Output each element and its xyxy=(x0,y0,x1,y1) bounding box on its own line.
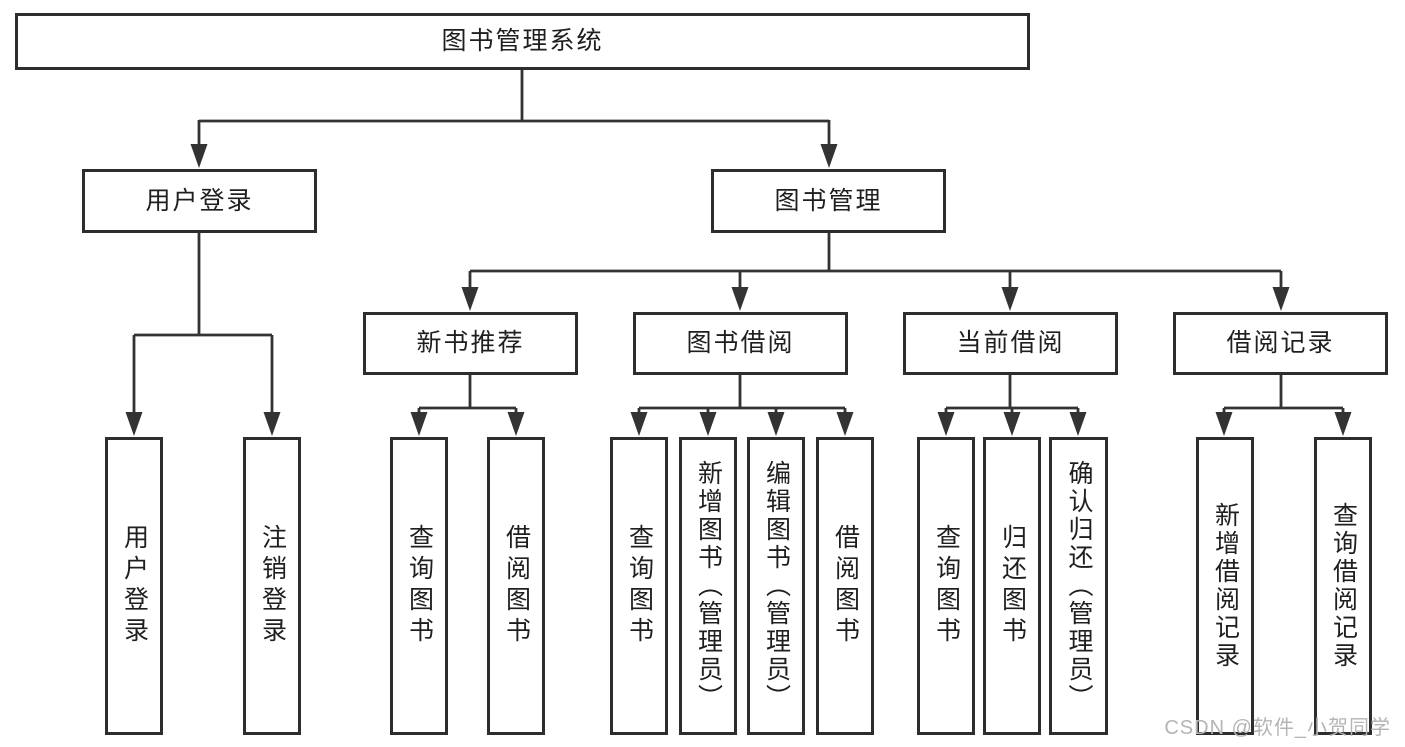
csdn-watermark: CSDN @软件_小贺同学 xyxy=(1164,717,1391,739)
leaf-borrow-books-recommend: 借阅图书 xyxy=(487,437,545,735)
leaf-query-books-recommend: 查询图书 xyxy=(390,437,448,735)
leaf-borrow-books-recommend-label: 借阅图书 xyxy=(502,524,531,648)
leaf-add-book-admin-label: 新增图书（管理员） xyxy=(694,460,723,712)
leaf-edit-book-admin: 编辑图书（管理员） xyxy=(747,437,805,735)
node-new-book-recommend: 新书推荐 xyxy=(363,312,578,375)
node-user-login-label: 用户登录 xyxy=(145,186,254,215)
leaf-query-borrow-record: 查询借阅记录 xyxy=(1314,437,1372,735)
leaf-query-books-current: 查询图书 xyxy=(917,437,975,735)
leaf-logout-label: 注销登录 xyxy=(258,524,287,648)
leaf-confirm-return-admin: 确认归还（管理员） xyxy=(1049,437,1108,735)
node-current-borrow: 当前借阅 xyxy=(903,312,1118,375)
leaf-add-book-admin: 新增图书（管理员） xyxy=(679,437,737,735)
node-book-borrow-label: 图书借阅 xyxy=(686,329,795,357)
leaf-query-books-current-label: 查询图书 xyxy=(932,524,961,648)
leaf-query-books-recommend-label: 查询图书 xyxy=(405,524,434,648)
leaf-add-borrow-record: 新增借阅记录 xyxy=(1196,437,1254,735)
leaf-query-books-borrow-label: 查询图书 xyxy=(625,524,654,648)
node-book-management: 图书管理 xyxy=(711,169,946,233)
node-borrow-records: 借阅记录 xyxy=(1173,312,1388,375)
node-user-login: 用户登录 xyxy=(82,169,317,233)
leaf-add-borrow-record-label: 新增借阅记录 xyxy=(1211,502,1240,670)
leaf-borrow-books: 借阅图书 xyxy=(816,437,874,735)
leaf-user-login: 用户登录 xyxy=(105,437,163,735)
node-borrow-records-label: 借阅记录 xyxy=(1226,329,1335,357)
leaf-edit-book-admin-label: 编辑图书（管理员） xyxy=(762,460,791,712)
node-root-system: 图书管理系统 xyxy=(15,13,1030,70)
node-current-borrow-label: 当前借阅 xyxy=(956,329,1065,357)
leaf-borrow-books-label: 借阅图书 xyxy=(831,524,860,648)
leaf-return-books: 归还图书 xyxy=(983,437,1041,735)
leaf-query-books-borrow: 查询图书 xyxy=(610,437,668,735)
leaf-logout: 注销登录 xyxy=(243,437,301,735)
leaf-query-borrow-record-label: 查询借阅记录 xyxy=(1329,502,1358,670)
leaf-confirm-return-admin-label: 确认归还（管理员） xyxy=(1065,460,1093,712)
node-book-borrow: 图书借阅 xyxy=(633,312,848,375)
leaf-user-login-label: 用户登录 xyxy=(120,524,149,648)
node-book-management-label: 图书管理 xyxy=(774,186,883,215)
leaf-return-books-label: 归还图书 xyxy=(998,524,1027,648)
node-new-book-recommend-label: 新书推荐 xyxy=(416,329,525,357)
node-root-system-label: 图书管理系统 xyxy=(441,27,604,55)
